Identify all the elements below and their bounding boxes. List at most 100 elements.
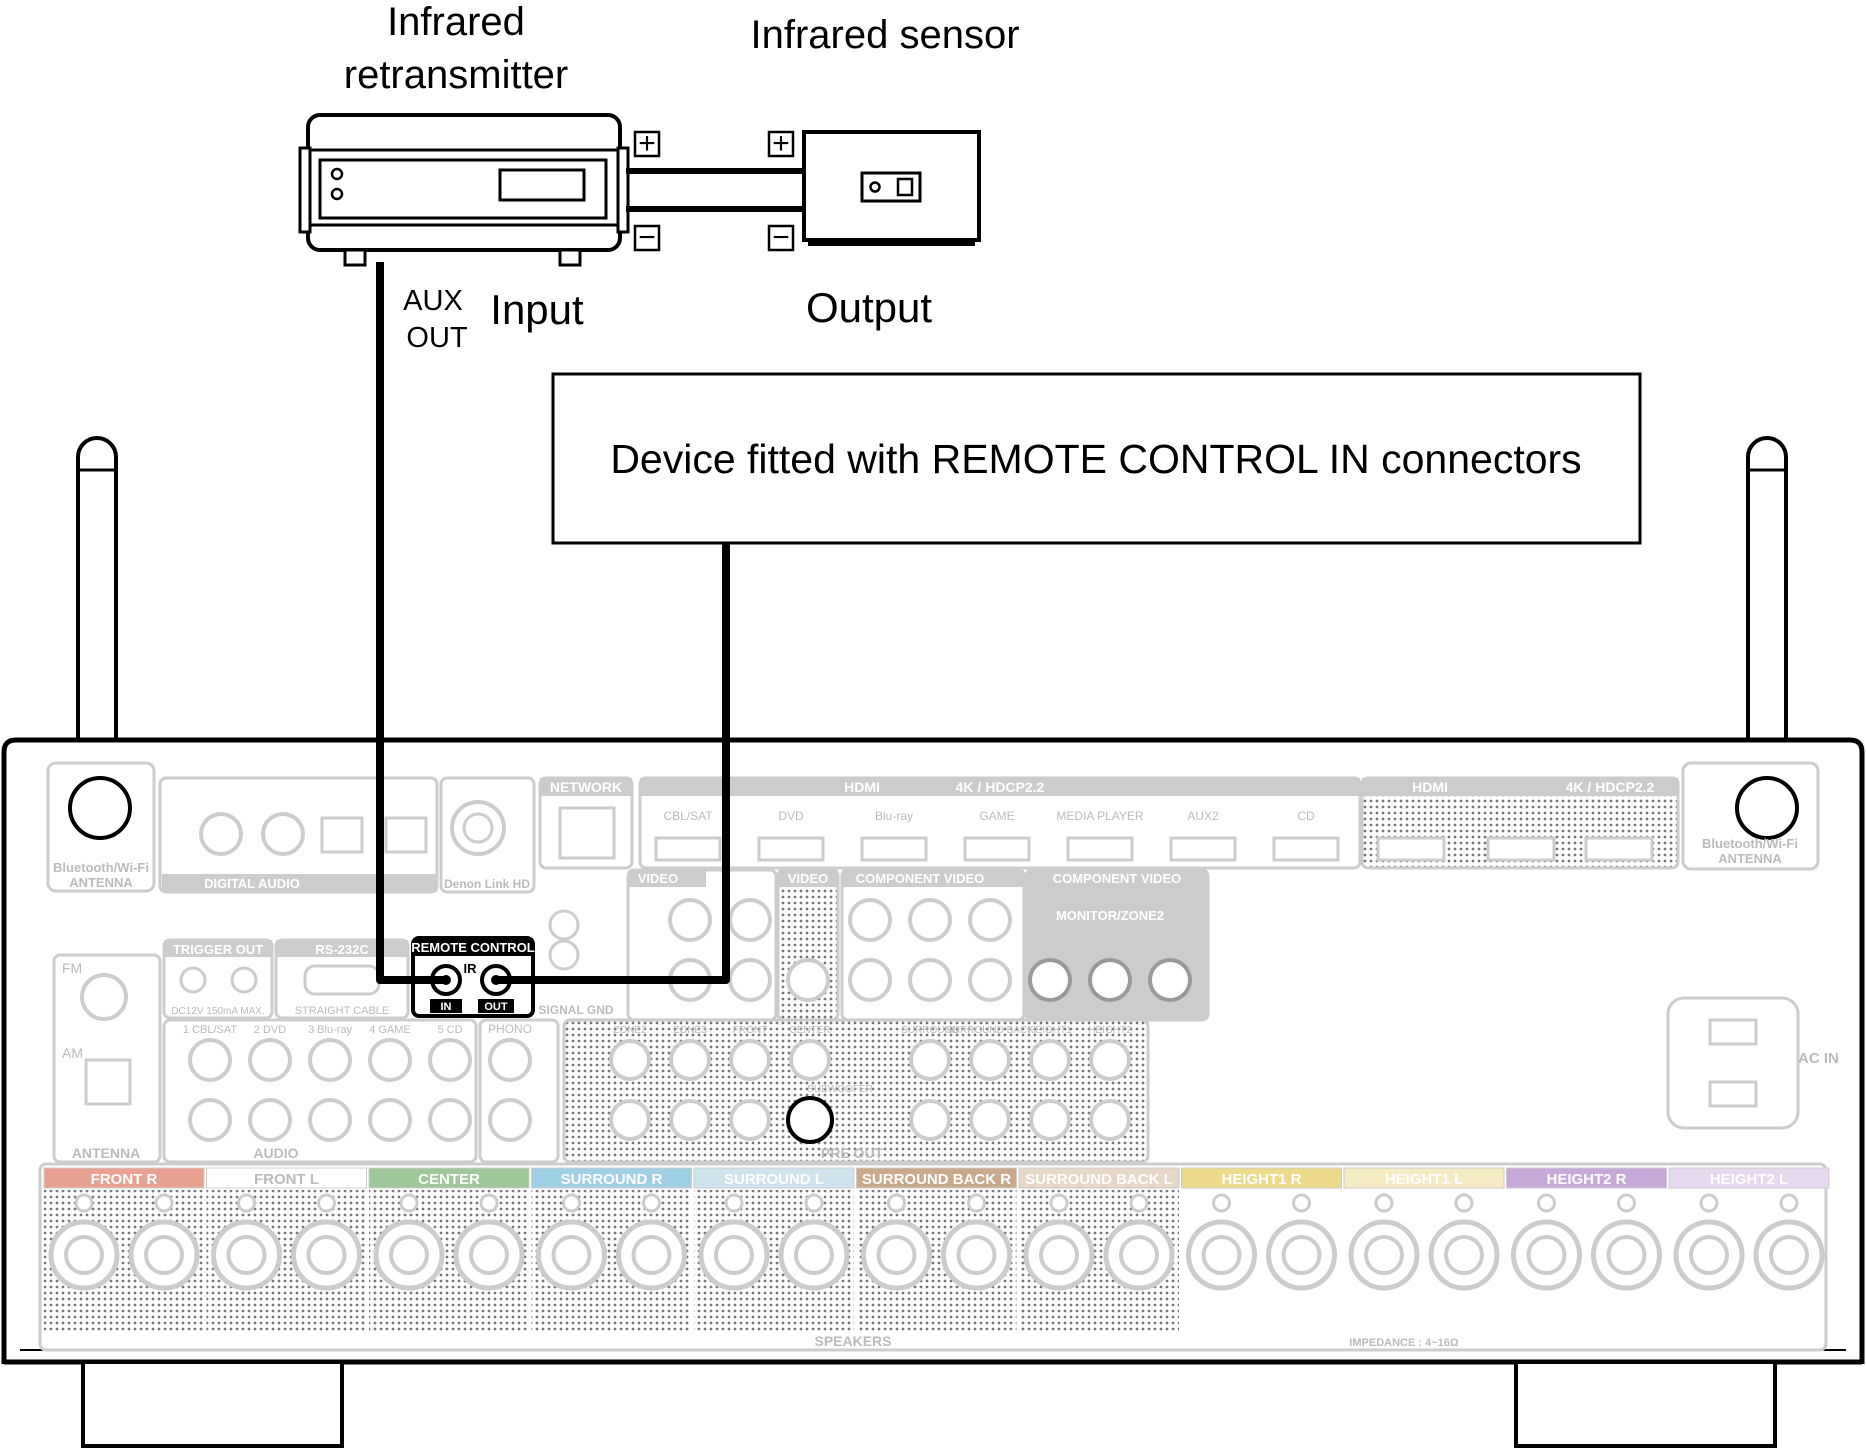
denon-link-label: Denon Link HD [444, 877, 530, 891]
hdmi-input-label: CD [1297, 809, 1315, 823]
device-box-label: Device fitted with REMOTE CONTROL IN con… [610, 436, 1581, 482]
pre-out-jack [789, 1039, 831, 1081]
plus-icon: + [638, 127, 656, 160]
ir-out-to-device-cable [496, 543, 730, 984]
input-label: Input [490, 286, 584, 333]
straight-cable-label: STRAIGHT CABLE [295, 1005, 390, 1017]
hdmi-input-label: GAME [979, 809, 1014, 823]
pre-out-jack [729, 1099, 771, 1141]
speaker-group: SURROUND BACK R [856, 1167, 1017, 1332]
speaker-group: SURROUND R [531, 1167, 692, 1332]
pre-out-jack [669, 1099, 711, 1141]
bt-antenna-right-label-2: ANTENNA [1718, 851, 1782, 866]
hdmi-input-port [654, 836, 722, 862]
ac-in-label: AC IN [1798, 1050, 1839, 1067]
pre-out-channel-label: ZONE3 [673, 1025, 707, 1036]
antenna-label: ANTENNA [72, 1145, 140, 1161]
hdmi-input-label: CBL/SAT [663, 809, 713, 823]
component-video-out-label: COMPONENT VIDEO [1053, 871, 1182, 886]
am-label: AM [62, 1045, 83, 1061]
pre-out-channel-label: CENTER [789, 1025, 830, 1036]
av-receiver-rear-panel: Bluetooth/Wi-Fi ANTENNA Bluetooth/Wi-Fi … [1, 737, 1865, 1448]
hdmi-input-label: AUX2 [1187, 809, 1219, 823]
subwoofer-label: SUBWOOFER [807, 1084, 873, 1095]
minus-icon: − [638, 221, 656, 254]
hdmi-input-port [1066, 836, 1134, 862]
rs232c-label: RS-232C [315, 942, 369, 957]
speaker-group-label: HEIGHT1 R [1221, 1171, 1301, 1188]
signal-gnd-label: SIGNAL GND [538, 1003, 613, 1017]
infrared-sensor [802, 130, 981, 246]
speaker-group-label: FRONT L [254, 1171, 319, 1188]
pre-out-jack [909, 1039, 951, 1081]
connection-cables [376, 262, 730, 984]
speaker-group-label: SURROUND L [724, 1171, 824, 1188]
trigger-out-label: TRIGGER OUT [173, 942, 263, 957]
audio-jack [188, 1038, 232, 1082]
pre-out-jack [729, 1039, 771, 1081]
audio-input-label: 4 GAME [369, 1024, 411, 1036]
output-label: Output [806, 284, 932, 331]
speaker-group-label: FRONT R [91, 1171, 158, 1188]
bt-antenna-left-label-1: Bluetooth/Wi-Fi [53, 860, 149, 875]
retransmitter-label-1: Infrared [387, 0, 525, 44]
pre-out-label: PRE OUT [821, 1145, 884, 1161]
aux-label-1: AUX [403, 285, 463, 317]
speaker-group: FRONT R [43, 1167, 205, 1332]
speaker-group-label: SURROUND BACK L [1025, 1171, 1173, 1188]
sensor-label: Infrared sensor [750, 13, 1019, 57]
pre-out-jack [969, 1099, 1011, 1141]
infrared-retransmitter [298, 113, 630, 267]
pre-out-jack [669, 1039, 711, 1081]
audio-jack [368, 1098, 412, 1142]
speaker-group: HEIGHT2 R [1506, 1167, 1667, 1291]
speaker-terminals: FRONT R FRONT L CENTER SURROUND R SURROUND L… [43, 1167, 1830, 1332]
hdmi-input-port [860, 836, 928, 862]
audio-label: AUDIO [253, 1145, 298, 1161]
pre-out-jack [1089, 1039, 1131, 1081]
audio-input-label: 5 CD [437, 1024, 462, 1036]
video-out-label: VIDEO [788, 871, 828, 886]
pre-out-jack [1029, 1099, 1071, 1141]
speaker-group-label: HEIGHT1 L [1385, 1171, 1463, 1188]
aux-out-to-ir-in-cable [376, 262, 446, 984]
sensor-wires [626, 168, 804, 212]
pre-out-jack [969, 1039, 1011, 1081]
pre-out-jack [1029, 1039, 1071, 1081]
audio-jack [308, 1098, 352, 1142]
speaker-group: HEIGHT1 L [1343, 1167, 1505, 1291]
retransmitter-label-2: retransmitter [344, 53, 569, 97]
pre-out-channel-label: SURROUND BACK [946, 1025, 1034, 1036]
out-label: OUT [484, 1001, 508, 1013]
speaker-group-label: CENTER [418, 1171, 480, 1188]
aux-label-2: OUT [406, 322, 468, 354]
hdmi-in-label: HDMI [844, 779, 880, 795]
hdmi-input-label: MEDIA PLAYER [1056, 809, 1143, 823]
pre-out-channel-label: FRONT [733, 1025, 767, 1036]
polarity-markers: + − + − [633, 127, 795, 254]
speaker-group: HEIGHT2 L [1668, 1167, 1830, 1291]
speaker-group-label: SURROUND R [561, 1171, 663, 1188]
pre-out-jack [909, 1099, 951, 1141]
pre-out-channel-label: HEIGHT1 [1028, 1025, 1072, 1036]
speaker-group: SURROUND BACK L [1018, 1167, 1180, 1332]
digital-audio-label: DIGITAL AUDIO [204, 876, 300, 891]
component-video-in-label: COMPONENT VIDEO [856, 871, 985, 886]
hdcp-out-label: 4K / HDCP2.2 [1566, 779, 1655, 795]
speaker-group-label: SURROUND BACK R [862, 1171, 1011, 1188]
speaker-group: HEIGHT1 R [1181, 1167, 1342, 1291]
hdmi-input-port [757, 836, 825, 862]
hdmi-input-port [1272, 836, 1340, 862]
speaker-group: SURROUND L [693, 1167, 855, 1332]
fm-label: FM [62, 960, 82, 976]
audio-jack [428, 1098, 472, 1142]
hdmi-input-label: DVD [778, 809, 804, 823]
dc-label: DC12V 150mA MAX. [171, 1006, 264, 1017]
speakers-label: SPEAKERS [814, 1333, 891, 1349]
audio-jack [188, 1098, 232, 1142]
speaker-group: FRONT L [206, 1167, 367, 1332]
hdmi-input-label: Blu-ray [875, 809, 913, 823]
hdmi-input-port [1169, 836, 1237, 862]
